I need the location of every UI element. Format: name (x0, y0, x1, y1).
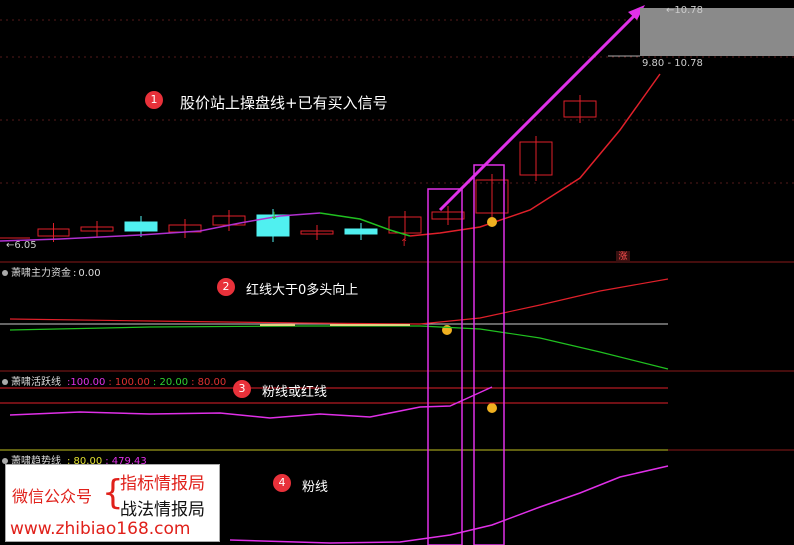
watermark-panel: 微信公众号 { 指标情报局 战法情报局 www.zhibiao168.com (5, 464, 220, 542)
trend-line-panel (0, 449, 669, 544)
annotation-4-text: 粉线 (302, 480, 329, 495)
panel2-name: 萧啸主力资金 (11, 268, 71, 279)
left-arrow-icon: ← (666, 5, 675, 16)
candle-1 (80, 226, 114, 232)
panel2-header: 萧啸主力资金:0.00 (2, 264, 104, 279)
candle-11 (519, 141, 553, 176)
panel3-value-3: : 20.00 (152, 377, 189, 388)
capital-red-line (9, 278, 669, 325)
annotation-3-text: 粉线或红线 (262, 385, 328, 400)
candle-5 (256, 214, 290, 237)
panel3-value-1: :100.00 (67, 377, 106, 388)
left-arrow-icon: ← (6, 240, 15, 251)
price-top-label: ←10.78 (666, 5, 703, 16)
activity-magenta-line (9, 386, 493, 419)
annotation-2-badge: 2 (217, 278, 235, 296)
sell-signal-arrow-icon: ↑ (400, 238, 408, 249)
trend-magenta-line (229, 465, 669, 544)
candle-0 (37, 228, 70, 237)
capital-green-line (9, 325, 669, 370)
ma-line-purple (0, 212, 321, 242)
price-range-box (640, 8, 794, 56)
candle-8 (388, 216, 422, 234)
trend-arrow-line (438, 8, 642, 212)
signal-dot-icon-2 (487, 403, 497, 413)
panel3-header: 萧啸活跃线 :100.00: 100.00: 20.00: 80.00 (2, 373, 229, 388)
activity-line-panel (0, 386, 668, 419)
annotation-4-badge: 4 (273, 474, 291, 492)
panel3-dot-icon (2, 379, 8, 385)
rise-marker: 涨 (616, 251, 630, 263)
capital-flow-panel (0, 278, 669, 370)
panel3-name: 萧啸活跃线 (11, 377, 61, 388)
ma-line-green (319, 212, 411, 237)
ma-line-red (409, 73, 661, 237)
signal-dot-icon-0 (487, 217, 497, 227)
annotation-2-text: 红线大于0多头向上 (246, 283, 359, 298)
candle-9 (431, 211, 465, 220)
price-low-value: 6.05 (14, 240, 37, 251)
watermark-wechat-label: 微信公众号 (12, 487, 93, 506)
panel4-dot-icon (2, 458, 8, 464)
highlight-box-2 (473, 164, 505, 545)
panel2-dot-icon (2, 270, 8, 276)
price-low-label: ←6.05 (6, 240, 37, 251)
panel4-value-2: : 479.43 (105, 456, 147, 467)
highlight-box-1 (427, 188, 463, 545)
candle-7 (344, 228, 378, 235)
annotation-3-badge: 3 (233, 380, 251, 398)
watermark-url: www.zhibiao168.com (10, 519, 191, 539)
grid-lines (0, 19, 794, 451)
annotation-1-badge: 1 (145, 91, 163, 109)
watermark-line1: 指标情报局 (120, 474, 205, 494)
panel4-header: 萧啸趋势线 : 80.00: 479.43 (2, 452, 150, 467)
candle-2 (124, 221, 158, 232)
price-top-value: 10.78 (674, 5, 704, 16)
panel2-value: 0.00 (78, 268, 101, 279)
panel4-name: 萧啸趋势线 (11, 456, 61, 467)
buy-signal-arrow-icon: ↓ (270, 211, 278, 222)
candle-10 (475, 179, 509, 214)
panel3-value-2: : 100.00 (108, 377, 150, 388)
panel3-value-4: : 80.00 (191, 377, 227, 388)
price-range-label: 9.80 - 10.78 (642, 58, 703, 69)
highlight-boxes (427, 164, 505, 545)
signal-dot-icon-1 (442, 325, 452, 335)
main-price-panel: ↓↑ (0, 5, 661, 413)
candle-6 (300, 230, 334, 235)
watermark-line2: 战法情报局 (120, 500, 205, 520)
panel4-value-1: : 80.00 (67, 456, 103, 467)
brace-icon: { (102, 473, 124, 513)
annotation-1-text: 股价站上操盘线+已有买入信号 (180, 94, 388, 112)
candle-12 (563, 100, 597, 118)
panel2-sep: : (73, 268, 77, 279)
